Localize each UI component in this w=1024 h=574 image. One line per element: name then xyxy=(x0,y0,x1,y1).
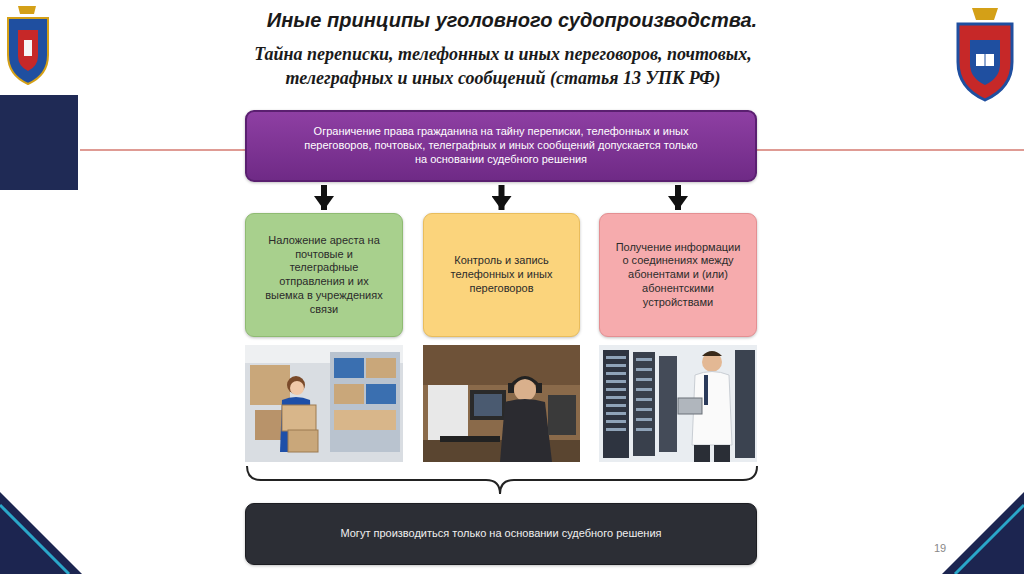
photo-post-office-part xyxy=(290,381,304,395)
emblem-part xyxy=(972,8,998,20)
box-text: Ограничение права гражданина на тайну пе… xyxy=(297,125,705,166)
conclusion-box: Могут производиться только на основании … xyxy=(245,503,757,565)
emblem xyxy=(8,6,48,84)
emblem-part xyxy=(18,30,38,71)
photo-server-room-part xyxy=(599,345,757,462)
photo-server-room-part xyxy=(606,356,652,431)
corner-decoration-part xyxy=(942,492,1024,574)
emblem-part xyxy=(976,54,994,66)
photo-server-room-part xyxy=(714,445,730,462)
photo-post-office-part xyxy=(366,384,396,404)
restriction-box: Ограничение права гражданина на тайну пе… xyxy=(245,110,757,182)
box-text: Получение информации о соединениях между… xyxy=(614,241,742,310)
photo-server-room-part-part xyxy=(606,420,626,423)
slide-subtitle: Тайна переписки, телефонных и иных перег… xyxy=(238,42,768,90)
photo-post-office-part xyxy=(330,352,400,452)
emblem-part xyxy=(18,6,36,14)
photo-post-office-part xyxy=(366,358,396,378)
emblem-part xyxy=(8,18,48,84)
photo-server-room-part-part xyxy=(636,358,652,361)
photo-wiretap-part xyxy=(470,390,506,420)
photo-post-office-part xyxy=(287,376,305,394)
photo-post-office-part xyxy=(245,345,403,462)
photo-server-room-part-part xyxy=(636,388,652,391)
emblem-part xyxy=(958,24,1012,100)
measure-box: Контроль и запись телефонных и иных пере… xyxy=(423,213,580,337)
corner-decoration xyxy=(0,492,1024,574)
photo-post-office-part xyxy=(250,365,290,405)
photo-wiretap-part xyxy=(428,385,468,440)
measure-box: Получение информации о соединениях между… xyxy=(599,213,757,337)
box-text: Наложение ареста на почтовые и телеграфн… xyxy=(264,234,384,317)
side-panel xyxy=(0,95,78,190)
emblem-part xyxy=(970,40,1000,85)
emblem xyxy=(958,8,1012,100)
measure-box: Наложение ареста на почтовые и телеграфн… xyxy=(245,213,403,337)
box-text: Могут производиться только на основании … xyxy=(340,527,661,541)
photo-server-room-part xyxy=(678,398,702,414)
photo-server-room-part-part xyxy=(606,356,626,359)
photo-server-room-part-part xyxy=(636,398,652,401)
photo-server-room-part-part xyxy=(606,396,626,399)
photo-wiretap-part xyxy=(508,383,514,393)
slide-title: Иные принципы уголовного судопроизводств… xyxy=(0,9,1024,32)
photo-wiretap-part xyxy=(423,345,580,385)
photo-post-office-part xyxy=(334,384,364,404)
flow-arrow xyxy=(675,185,681,210)
photo-server-room-part xyxy=(694,445,710,462)
photo-wiretap xyxy=(423,345,580,462)
photo-server-room-part-part xyxy=(636,408,652,411)
photo-wiretap-part xyxy=(474,394,502,416)
photo-server-room-part xyxy=(603,350,629,458)
photo-server-room-part-part xyxy=(606,428,626,431)
photo-server-room-part-part xyxy=(606,380,626,383)
photo-wiretap-part xyxy=(514,379,536,401)
photo-server-room-part-part xyxy=(636,428,652,431)
photo-server-room-part xyxy=(659,356,677,452)
corner-decoration-part xyxy=(0,492,82,574)
photo-post-office-part xyxy=(334,410,396,430)
photo-wiretap-part xyxy=(500,399,552,462)
rule-line xyxy=(757,149,1024,150)
flow-arrow xyxy=(499,185,505,210)
photo-server-room-part-part xyxy=(606,404,626,407)
photo-server-room-part-part xyxy=(606,364,626,367)
page-number: 19 xyxy=(915,541,965,555)
emblem-part xyxy=(24,40,32,56)
photo-server-room-part xyxy=(633,352,655,456)
photo-server-room-part xyxy=(702,352,722,372)
photo-wiretap-part xyxy=(512,378,538,386)
corner-decoration-part xyxy=(955,505,1024,574)
photo-server-room-part-part xyxy=(606,388,626,391)
photo-server-room-part-part xyxy=(606,412,626,415)
photo-wiretap-part xyxy=(548,395,576,435)
emblem-part xyxy=(985,54,986,66)
photo-server-room-part xyxy=(702,351,722,356)
photo-post-office-part xyxy=(282,405,316,431)
brace xyxy=(247,466,757,494)
photo-server-room-part-part xyxy=(636,378,652,381)
photo-server-room-part xyxy=(704,375,708,405)
photo-wiretap-part xyxy=(440,436,500,442)
flow-arrow xyxy=(321,185,327,210)
photo-server-room-part-part xyxy=(606,372,626,375)
photo-post-office xyxy=(245,345,403,462)
photo-server-room xyxy=(599,345,757,462)
photo-server-room-part-part xyxy=(636,418,652,421)
photo-wiretap-part xyxy=(423,345,580,462)
rule-line xyxy=(80,149,245,150)
photo-post-office-part xyxy=(334,358,364,378)
corner-decoration-part xyxy=(0,505,69,574)
box-text: Контроль и запись телефонных и иных пере… xyxy=(442,254,561,295)
photo-post-office-part xyxy=(288,430,318,452)
photo-server-room-part xyxy=(735,350,755,458)
photo-server-room-part-part xyxy=(636,368,652,371)
photo-wiretap-part xyxy=(536,383,542,393)
